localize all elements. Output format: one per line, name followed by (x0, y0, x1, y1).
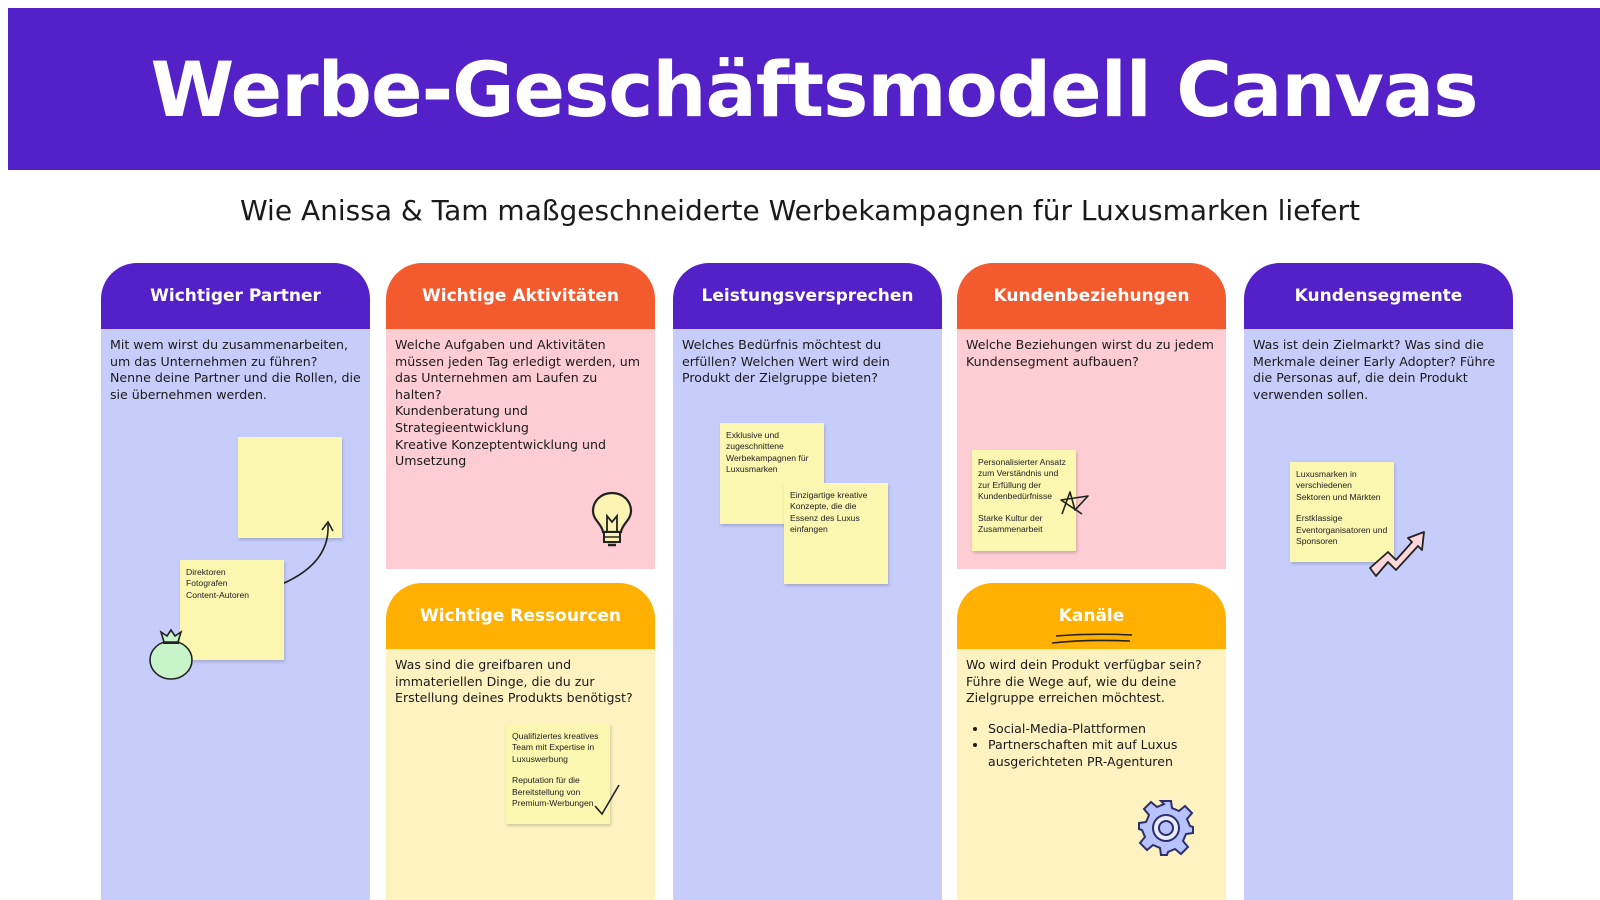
section-customer-relationships: Kundenbeziehungen Welche Beziehungen wir… (957, 263, 1226, 569)
sticky-line: Reputation für die Bereitstellung von Pr… (512, 775, 594, 809)
section-question: Wo wird dein Produkt verfügbar sein? Füh… (957, 649, 1226, 779)
sticky-line: Erstklassige Eventorganisatoren und Spon… (1296, 513, 1388, 547)
section-value-proposition: Leistungsversprechen Welches Bedürfnis m… (673, 263, 942, 900)
lightbulb-icon (591, 491, 633, 547)
page-title: Werbe-Geschäftsmodell Canvas (150, 44, 1478, 134)
sticky-note-partners[interactable]: Direktoren Fotografen Content-Autoren (180, 560, 284, 660)
channels-list: Social-Media-Plattformen Partnerschaften… (966, 721, 1217, 771)
sticky-note-resources[interactable]: Qualifiziertes kreatives Team mit Expert… (506, 724, 610, 824)
question-text: Wo wird dein Produkt verfügbar sein? Füh… (966, 657, 1202, 706)
section-question: Mit wem wirst du zusammenarbeiten, um da… (110, 337, 361, 402)
section-question: Welche Aufgaben und Aktivitäten müssen j… (386, 329, 655, 478)
sticky-line: Luxusmarken in verschiedenen Sektoren un… (1296, 469, 1381, 502)
sticky-note-segments[interactable]: Luxusmarken in verschiedenen Sektoren un… (1290, 462, 1394, 562)
section-customer-segments: Kundensegmente Was ist dein Zielmarkt? W… (1244, 263, 1513, 900)
section-body: Was sind die greifbaren und immaterielle… (386, 649, 655, 900)
section-question: Was sind die greifbaren und immaterielle… (395, 657, 633, 706)
sticky-note-value-1[interactable]: Exklusive und zugeschnittene Werbekampag… (720, 423, 824, 524)
sticky-line: Personalisierter Ansatz zum Verständnis … (978, 457, 1066, 502)
section-question: Welches Bedürfnis möchtest du erfüllen? … (682, 337, 890, 386)
section-question: Was ist dein Zielmarkt? Was sind die Mer… (1253, 337, 1496, 402)
sticky-line: Exklusive und zugeschnittene Werbekampag… (726, 430, 809, 475)
sticky-note-relationships[interactable]: Personalisierter Ansatz zum Verständnis … (972, 450, 1076, 551)
section-body: Welche Aufgaben und Aktivitäten müssen j… (386, 329, 655, 569)
section-title: Kundenbeziehungen (957, 263, 1226, 329)
section-title: Kanäle (957, 583, 1226, 649)
section-body: Was ist dein Zielmarkt? Was sind die Mer… (1244, 329, 1513, 900)
sticky-line: Direktoren (186, 567, 226, 577)
section-title: Leistungsversprechen (673, 263, 942, 329)
activity-line: Kundenberatung und Strategieentwicklung (395, 403, 529, 435)
section-title: Wichtige Ressourcen (386, 583, 655, 649)
section-question: Welche Beziehungen wirst du zu jedem Kun… (966, 337, 1214, 369)
title-banner: Werbe-Geschäftsmodell Canvas (8, 8, 1600, 170)
checkmark-icon (594, 784, 620, 816)
sticky-line: Qualifiziertes kreatives Team mit Expert… (512, 731, 599, 764)
section-title: Wichtige Aktivitäten (386, 263, 655, 329)
section-title: Kundensegmente (1244, 263, 1513, 329)
sticky-note-value-2[interactable]: Einzigartige kreative Konzepte, die die … (784, 483, 888, 584)
star-doodle-icon (1060, 491, 1089, 515)
sticky-note-empty[interactable] (238, 437, 342, 538)
list-item: Partnerschaften mit auf Luxus ausgericht… (988, 737, 1217, 770)
section-title: Wichtiger Partner (101, 263, 370, 329)
title-underline-scribble (1051, 633, 1133, 644)
question-text: Welche Aufgaben und Aktivitäten müssen j… (395, 337, 640, 402)
list-item: Social-Media-Plattformen (988, 721, 1217, 738)
growth-arrow-icon (1369, 531, 1425, 577)
sticky-line: Einzigartige kreative Konzepte, die die … (790, 490, 868, 535)
section-body: Wo wird dein Produkt verfügbar sein? Füh… (957, 649, 1226, 900)
activity-line: Kreative Konzeptentwicklung und Umsetzun… (395, 436, 606, 469)
page-subtitle: Wie Anissa & Tam maßgeschneiderte Werbek… (239, 194, 1361, 227)
gear-icon (1138, 800, 1194, 856)
sticky-line: Fotografen (186, 578, 228, 589)
section-key-activities: Wichtige Aktivitäten Welche Aufgaben und… (386, 263, 655, 569)
section-key-resources: Wichtige Ressourcen Was sind die greifba… (386, 583, 655, 900)
section-channels: Kanäle Wo wird dein Produkt verfügbar se… (957, 583, 1226, 900)
money-bag-icon (149, 628, 193, 680)
sticky-line: Starke Kultur der Zusammenarbeit (978, 512, 1043, 535)
sticky-line: Content-Autoren (186, 589, 250, 600)
section-body: Welches Bedürfnis möchtest du erfüllen? … (673, 329, 942, 900)
